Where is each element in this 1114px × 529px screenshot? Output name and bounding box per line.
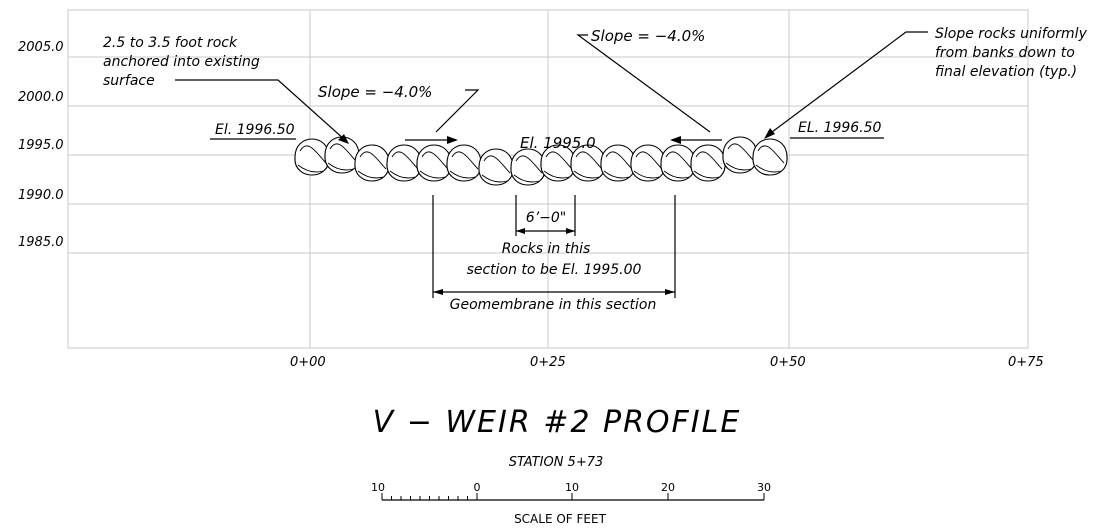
rock-outline-detail [357,151,387,179]
geomembrane-label: Geomembrane in this section [450,297,657,313]
rock-note-line: 2.5 to 3.5 foot rock [103,35,238,51]
slope-right-leader [576,34,711,133]
elevation-label: 2005.0 [18,40,64,55]
station-axis: 0+00 0+25 0+50 0+75 [290,355,1044,370]
arrowhead [764,128,775,139]
rock [752,138,788,176]
rock-outline-detail [693,151,723,179]
scale-label: 30 [757,481,771,494]
rock-note-line: surface [103,73,155,89]
elevation-right-label: EL. 1996.50 [798,120,882,136]
rock [416,144,452,182]
rock [446,144,482,182]
elevation-label: 1985.0 [18,235,64,250]
arrowhead [447,136,458,144]
station-label: 0+75 [1008,355,1044,370]
arrowhead [566,228,575,234]
elevation-center-label: El. 1995.0 [520,134,596,152]
slope-right-label: Slope = −4.0% [591,27,705,45]
rock-row [294,136,788,186]
rock-outline-detail [297,145,327,173]
elevation-axis: 2005.0 2000.0 1995.0 1990.0 1985.0 [18,40,64,250]
rock-outline-detail [755,145,785,173]
elevation-left-label: El. 1996.50 [215,122,295,138]
rock-outline-detail [603,151,633,179]
drawing-title: V − WEIR #2 PROFILE [373,405,742,440]
rock [354,144,390,182]
slope-rocks-note-line: Slope rocks uniformly [935,26,1088,42]
rock [722,136,758,174]
rock-note-leader [175,79,346,141]
rock [294,138,330,176]
rock-note-line: anchored into existing [103,54,260,70]
rock [324,136,360,174]
drawing-subtitle: STATION 5+73 [509,455,604,470]
rock [660,144,696,182]
station-label: 0+50 [770,355,806,370]
scale-bar: 10 0 10 20 30 SCALE OF FEET [371,481,771,526]
arrowhead [433,289,443,295]
rock-outline-detail [543,151,573,179]
arrowhead [670,136,681,144]
arrowhead [338,134,349,144]
slope-left-label: Slope = −4.0% [318,83,432,101]
annotations: 2.5 to 3.5 foot rock anchored into exist… [103,26,1088,313]
dimension-lines [432,195,676,298]
rock-outline-detail [327,143,357,171]
scale-caption: SCALE OF FEET [514,512,607,526]
rock [630,144,666,182]
scale-label: 10 [565,481,579,494]
profile-grid [67,9,1029,349]
arrowhead [516,228,525,234]
rock-outline-detail [513,155,543,183]
rock-outline-detail [725,143,755,171]
scale-label: 10 [371,481,385,494]
rock-outline-detail [633,151,663,179]
rock-outline-detail [573,151,603,179]
elevation-label: 1990.0 [18,188,64,203]
spacing-label: 6’−0" [526,210,566,226]
rock-outline-detail [419,151,449,179]
slope-left-leader [435,89,480,133]
rocks-section-line: Rocks in this [502,241,591,257]
slope-rocks-leader [767,31,928,136]
scale-ticks [381,493,765,500]
rock-outline-detail [389,151,419,179]
slope-rocks-note-line: final elevation (typ.) [935,64,1077,80]
rock-outline-detail [663,151,693,179]
scale-label: 0 [474,481,481,494]
scale-label: 20 [661,481,675,494]
rock [600,144,636,182]
rock [690,144,726,182]
rock-outline-detail [481,155,511,183]
title-block: V − WEIR #2 PROFILE STATION 5+73 [373,405,742,470]
rock [478,148,514,186]
rock [386,144,422,182]
elevation-label: 1995.0 [18,138,64,153]
slope-rocks-note-line: from banks down to [935,45,1075,61]
rocks-section-line: section to be El. 1995.00 [467,262,642,278]
station-label: 0+00 [290,355,326,370]
rock-outline-detail [449,151,479,179]
elevation-label: 2000.0 [18,90,64,105]
rock [510,148,546,186]
arrowhead [665,289,675,295]
station-label: 0+25 [530,355,566,370]
